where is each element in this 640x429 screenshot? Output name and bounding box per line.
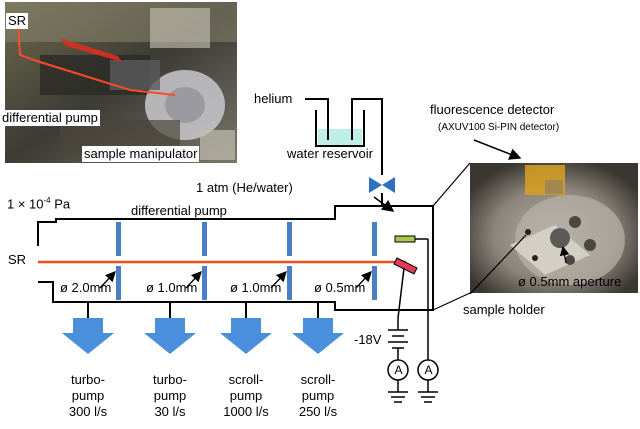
- pump-4-line1: scroll-: [300, 372, 336, 387]
- voltage-label: -18V: [354, 332, 382, 347]
- pump-lines: [87, 302, 319, 318]
- pump-arrows: [62, 318, 344, 354]
- aperture-arrows: [99, 271, 372, 289]
- pump-3-line2: pump: [229, 388, 263, 403]
- photo-sample-holder: [470, 163, 638, 293]
- photo-apparatus: [5, 2, 237, 163]
- pump-4-line2: pump: [301, 388, 335, 403]
- pump-1-line3: 300 l/s: [68, 404, 108, 419]
- ammeter-2-label: A: [424, 363, 433, 377]
- ammeter-2-icon: [417, 359, 439, 381]
- pressure-prefix: 1 × 10: [7, 196, 44, 212]
- photo-sample-manipulator-label: sample manipulator: [82, 146, 200, 162]
- pump-2-line3: 30 l/s: [154, 404, 186, 419]
- detector-subtitle: (AXUV100 Si-PIN detector): [438, 122, 560, 133]
- aperture-label-1: ø 2.0mm: [60, 280, 112, 295]
- aperture-label-3: ø 1.0mm: [230, 280, 282, 295]
- pump-label-3: scroll- pump 1000 l/s: [211, 372, 281, 420]
- photo-callouts: [432, 162, 570, 311]
- pressure-unit: Pa: [50, 196, 71, 212]
- pump-2-line2: pump: [153, 388, 187, 403]
- pump-3-line3: 1000 l/s: [223, 404, 269, 419]
- pump-label-1: turbo- pump 300 l/s: [53, 372, 123, 420]
- aperture-plates: [116, 222, 377, 300]
- sample-element: [393, 257, 418, 275]
- photo-sample-holder-label: sample holder: [463, 302, 545, 317]
- detector-element: [394, 235, 416, 243]
- atm-label: 1 atm (He/water): [196, 180, 293, 195]
- pump-label-2: turbo- pump 30 l/s: [135, 372, 205, 420]
- pump-2-line1: turbo-: [153, 372, 187, 387]
- photo-aperture-label: ø 0.5mm aperture: [518, 274, 622, 289]
- chamber-differential-pump-label: differential pump: [131, 203, 227, 218]
- pump-1-line2: pump: [71, 388, 105, 403]
- photo-sr-label: SR: [6, 13, 29, 29]
- pressure-exponent: -4: [43, 196, 51, 205]
- aperture-label-2: ø 1.0mm: [146, 280, 198, 295]
- ammeter-1-icon: [387, 359, 409, 381]
- pump-4-line3: 250 l/s: [298, 404, 338, 419]
- detector-title: fluorescence detector: [430, 102, 555, 117]
- valve-icon: [369, 177, 395, 193]
- sr-label: SR: [8, 252, 27, 267]
- water-reservoir-label: water reservoir: [287, 146, 373, 161]
- ammeter-1-label: A: [394, 363, 403, 377]
- helium-label: helium: [254, 91, 293, 106]
- pressure-label: 1 × 10-4 Pa: [7, 194, 70, 211]
- gas-lines: [305, 98, 383, 175]
- water-reservoir: [315, 110, 365, 147]
- aperture-label-4: ø 0.5mm: [314, 280, 366, 295]
- pump-label-4: scroll- pump 250 l/s: [283, 372, 353, 420]
- pump-3-line1: scroll-: [228, 372, 264, 387]
- circuit: [388, 238, 438, 403]
- pump-1-line1: turbo-: [71, 372, 105, 387]
- photo-differential-pump-label: differential pump: [0, 110, 100, 126]
